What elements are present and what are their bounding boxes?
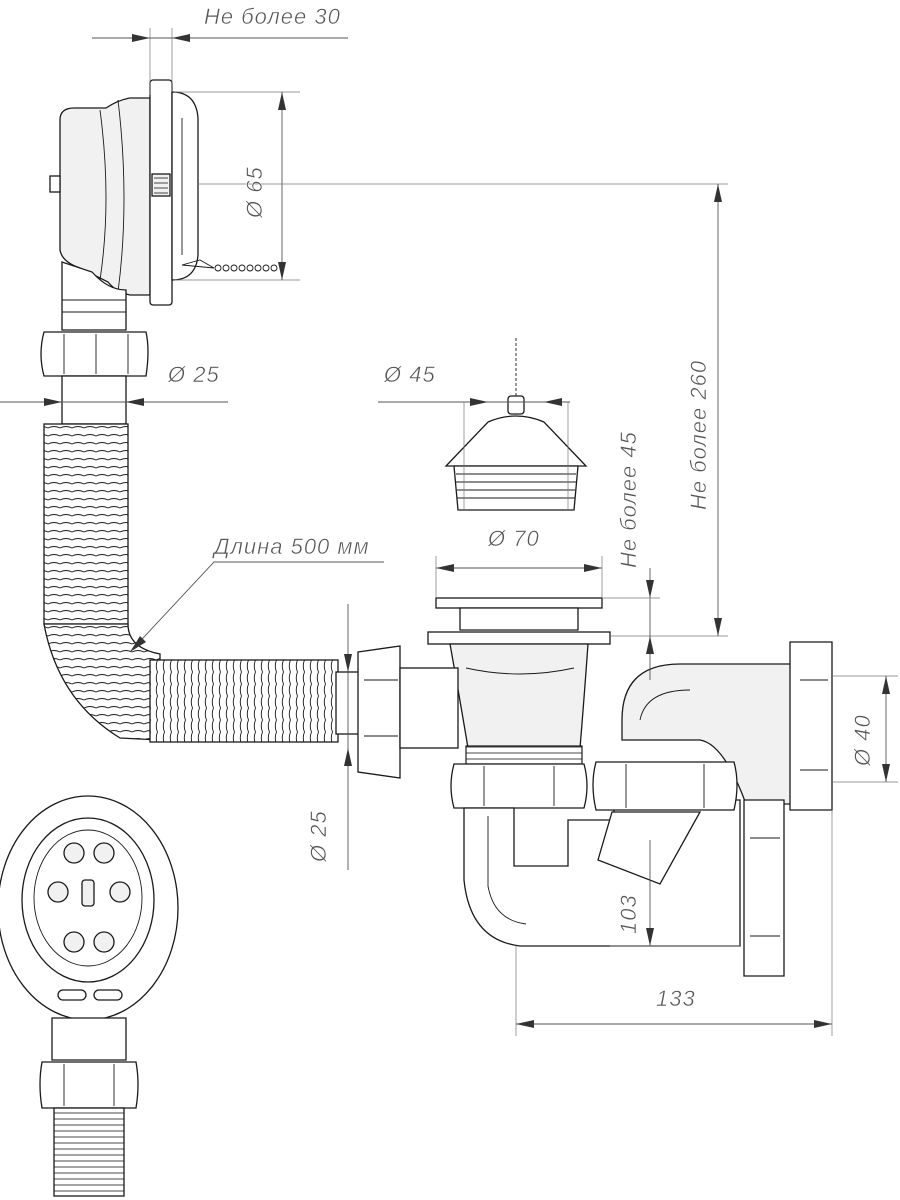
dim-overflow-diameter: Ø 65 (242, 166, 267, 219)
overflow-assembly (40, 79, 278, 425)
chain-icon (214, 264, 278, 272)
dim-trap-length: 133 (656, 986, 696, 1011)
dim-total-height: Не более 260 (686, 360, 711, 510)
siphon-body (357, 597, 833, 977)
dimension-lines (0, 28, 898, 1036)
dim-plug-diameter: Ø 45 (383, 362, 436, 387)
corrugated-hose (43, 423, 367, 743)
dim-flange-gap: Не более 30 (204, 4, 341, 29)
dim-drain-diameter: Ø 70 (487, 526, 540, 551)
dim-trap-height: 103 (616, 894, 641, 934)
plug-assembly (444, 338, 588, 511)
grate-front-view (0, 795, 179, 1197)
dim-outlet-diameter: Ø 40 (850, 714, 875, 767)
dim-hose-length: Длина 500 мм (211, 534, 370, 559)
dim-pipe-diameter-bottom: Ø 25 (306, 810, 331, 863)
dim-pipe-diameter-top: Ø 25 (167, 362, 220, 387)
dim-drain-height: Не более 45 (616, 431, 641, 568)
